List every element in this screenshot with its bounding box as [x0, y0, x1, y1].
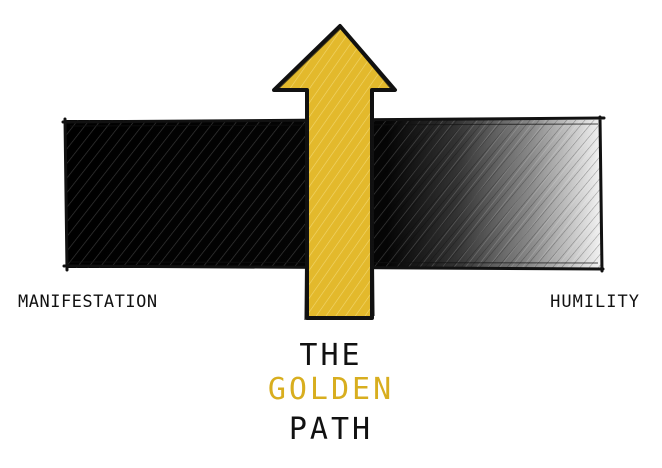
golden-arrow	[272, 24, 397, 321]
manifestation-label: MANIFESTATION	[18, 292, 158, 312]
title-the: THE	[299, 338, 363, 373]
humility-label: HUMILITY	[550, 292, 640, 312]
title-golden: GOLDEN	[267, 372, 395, 407]
title-path: PATH	[288, 412, 374, 447]
